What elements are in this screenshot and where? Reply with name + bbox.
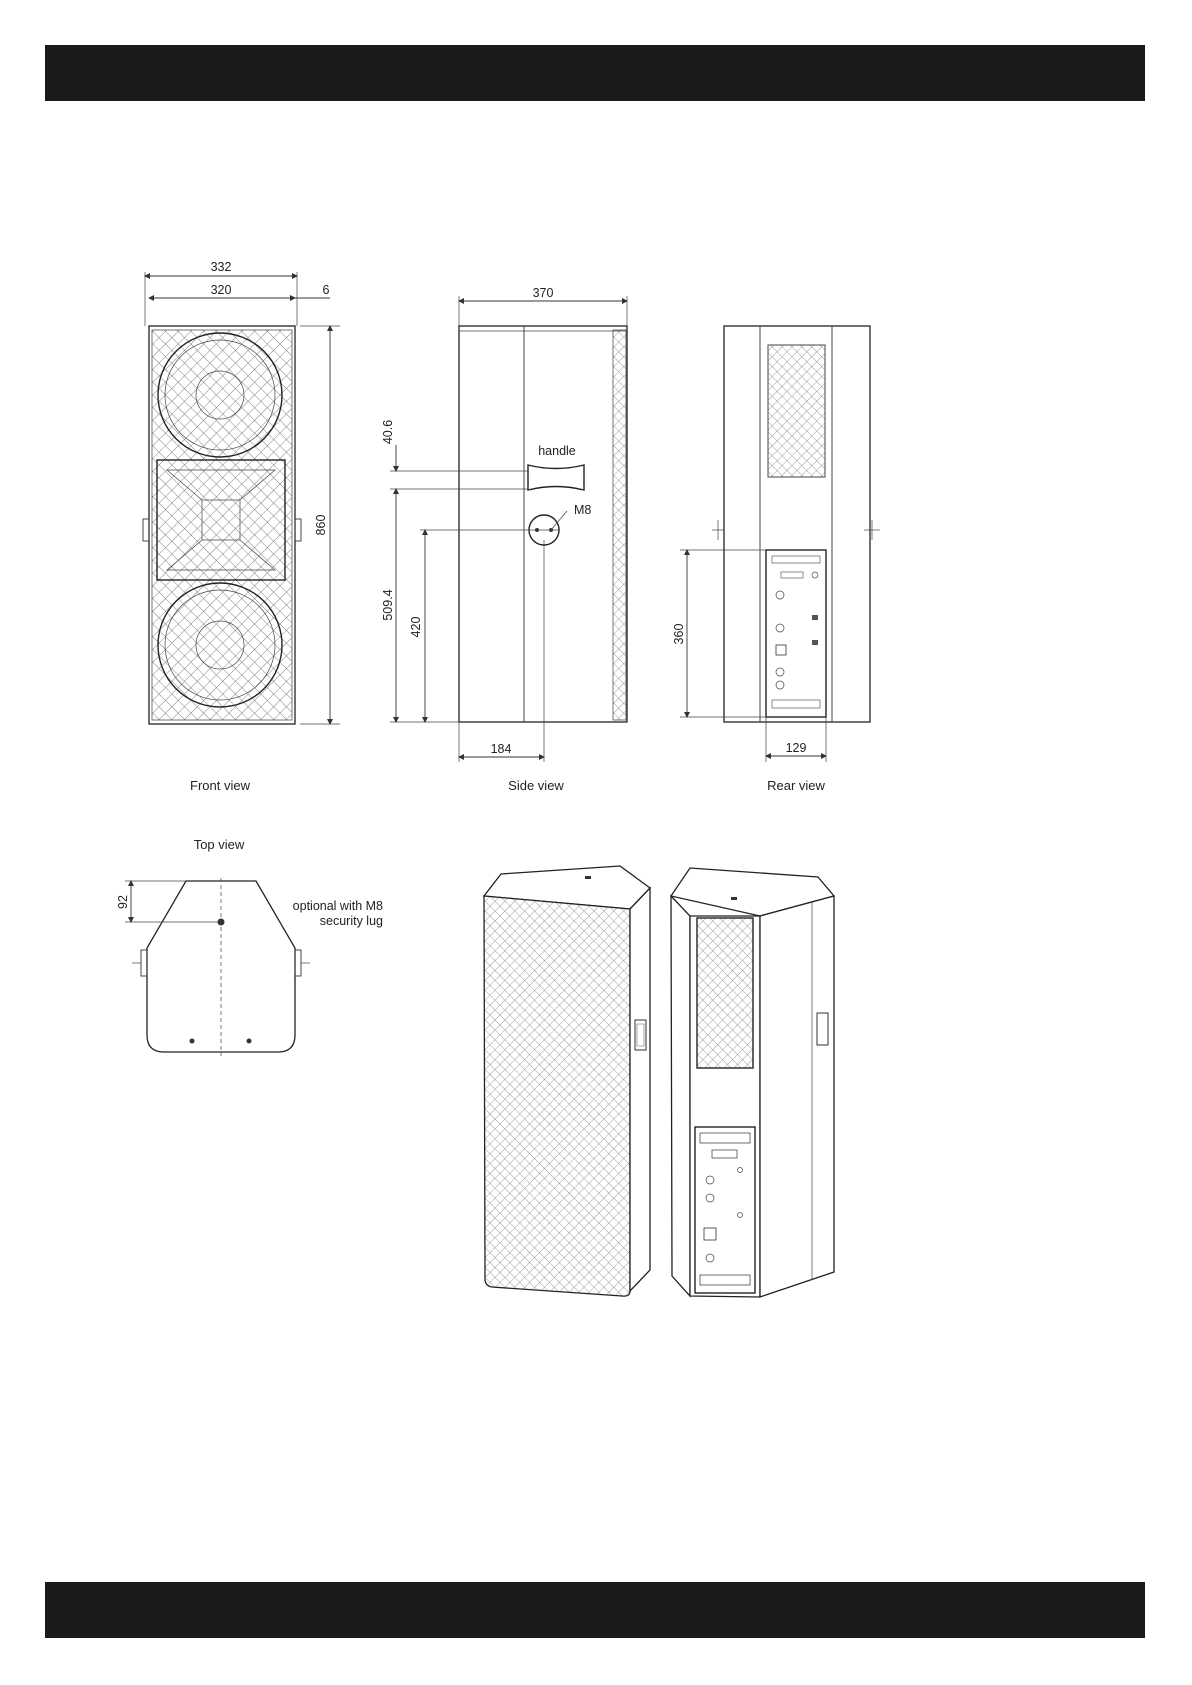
front-view-caption: Front view	[190, 778, 251, 793]
dim-m8-depth: 184	[491, 742, 512, 756]
dim-width-total: 332	[211, 260, 232, 274]
m8-label: M8	[574, 503, 591, 517]
dim-panel-width: 129	[786, 741, 807, 755]
side-view: handle M8 40.6 509.4 420	[381, 286, 627, 793]
top-view: Top view 92 optional with M8 security lu…	[116, 837, 383, 1056]
side-view-caption: Side view	[508, 778, 564, 793]
dim-handle-offset: 509.4	[381, 589, 395, 620]
dim-edge: 6	[323, 283, 330, 297]
perspective-rear	[671, 868, 834, 1297]
perspective-front	[484, 866, 650, 1296]
lug-note-line2: security lug	[320, 914, 383, 928]
handle-label: handle	[538, 444, 576, 458]
dim-width-inner: 320	[211, 283, 232, 297]
dim-m8-height: 420	[409, 617, 423, 638]
rear-view-caption: Rear view	[767, 778, 825, 793]
front-view: 332 320 6 860 Front view	[143, 260, 340, 793]
dim-depth: 370	[533, 286, 554, 300]
top-view-caption: Top view	[194, 837, 245, 852]
dim-height: 860	[314, 515, 328, 536]
lug-note-line1: optional with M8	[293, 899, 383, 913]
dim-panel-height: 360	[672, 624, 686, 645]
dim-lug: 92	[116, 895, 130, 909]
dim-handle-height: 40.6	[381, 420, 395, 444]
rear-view: 360 129 Rear view	[672, 326, 880, 793]
